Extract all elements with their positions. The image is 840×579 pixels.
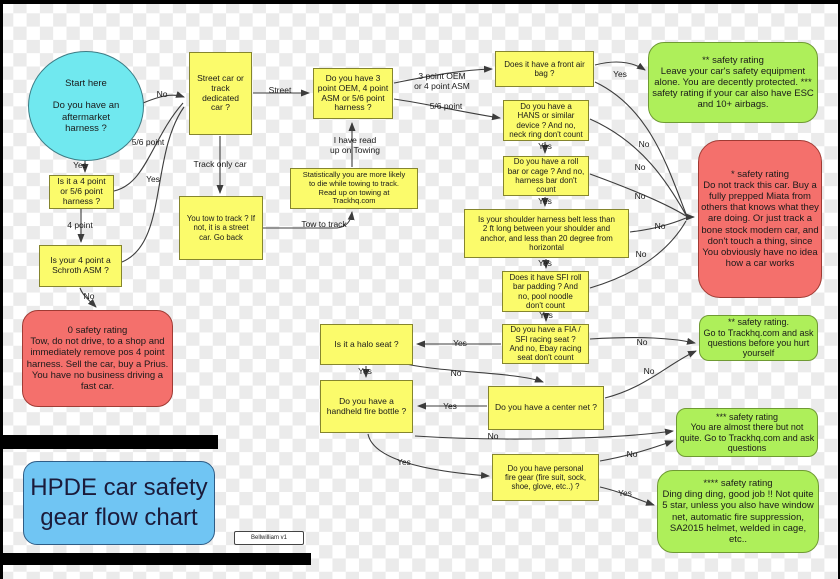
edge-firegear-no — [599, 440, 674, 462]
label-four-point: 4 point — [67, 220, 93, 231]
label-five-six-left: 5/6 point — [131, 137, 165, 148]
edge-firegear-yes — [599, 486, 655, 506]
node-statistically: Statistically you are more likely to die… — [290, 168, 418, 209]
edge-3pt-oem — [393, 65, 493, 84]
edge-centernet-no — [604, 350, 697, 399]
black-artifact-top-edge — [0, 0, 840, 4]
node-roll-bar: Do you have a roll bar or cage ? And no,… — [503, 156, 589, 196]
version-box: Bellwilliam v1 — [234, 531, 304, 545]
node-rating-four: **** safety rating Ding ding ding, good … — [657, 470, 819, 553]
node-rating-three: *** safety rating You are almost there b… — [676, 408, 818, 457]
label-yes-rollbar: Yes — [538, 196, 552, 207]
label-yes-firebottle: Yes — [397, 457, 411, 468]
label-i-have-read: I have read up on Towing — [330, 135, 380, 155]
label-no-centernet: No — [643, 366, 655, 377]
edge-56-hans — [393, 98, 501, 121]
chart-title-box: HPDE car safety gear flow chart — [23, 461, 215, 545]
label-yes-to-four-point: Yes — [73, 160, 87, 171]
node-rating-zero: 0 safety rating Tow, do not drive, to a … — [22, 310, 173, 407]
edge-fia-no — [589, 337, 696, 345]
label-no-sfi: No — [635, 249, 647, 260]
label-no-halo: No — [450, 368, 462, 379]
edge-halo-no — [405, 363, 544, 383]
label-no-airbag: No — [638, 139, 650, 150]
node-rating-two-leave: ** safety rating Leave your car's safety… — [648, 42, 818, 123]
node-fia-seat: Do you have a FIA / SFI racing seat ? An… — [502, 324, 589, 364]
node-rating-one: * safety rating Do not track this car. B… — [698, 140, 822, 298]
label-five-six-mid: 5/6 point — [429, 101, 463, 112]
node-front-airbag: Does it have a front air bag ? — [495, 51, 594, 87]
node-tow-question: You tow to track ? If not, it is a stree… — [179, 196, 263, 260]
black-artifact-bar-bottom — [0, 553, 311, 565]
edge-airbag-yes — [594, 61, 646, 71]
node-fire-gear: Do you have personal fire gear (fire sui… — [492, 454, 599, 501]
edge-fourpoint-56-street — [113, 102, 184, 192]
edge-shoulder-no — [629, 217, 687, 233]
edge-firebottle-no — [414, 428, 674, 440]
black-artifact-left-edge — [0, 0, 3, 579]
node-center-net: Do you have a center net ? — [488, 386, 604, 430]
label-yes-sfi: Yes — [539, 310, 553, 321]
edge-schroth-no — [79, 287, 97, 308]
label-no-shoulder: No — [654, 221, 666, 232]
label-yes-schroth-street: Yes — [146, 174, 160, 185]
label-oem-asm: 3 point OEM or 4 point ASM — [414, 71, 470, 91]
node-shoulder-belt: Is your shoulder harness belt less than … — [464, 209, 629, 258]
node-hans: Do you have a HANS or similar device ? A… — [503, 100, 589, 141]
node-fire-bottle: Do you have a handheld fire bottle ? — [320, 380, 413, 433]
label-no-firegear: No — [626, 449, 638, 460]
label-yes-hans: Yes — [538, 141, 552, 152]
label-yes-firegear: Yes — [618, 488, 632, 499]
edge-schroth-yes-street — [121, 106, 185, 263]
black-artifact-bar-left — [0, 435, 218, 449]
label-no-to-street: No — [156, 89, 168, 100]
edge-airbag-no — [594, 81, 687, 215]
label-no-rollbar: No — [634, 191, 646, 202]
label-yes-fia: Yes — [453, 338, 467, 349]
node-start: Start here Do you have an aftermarket ha… — [28, 51, 144, 161]
edge-rollbar-no — [589, 173, 687, 217]
edge-hans-no — [589, 118, 687, 216]
black-artifact-right-edge — [838, 0, 840, 579]
edge-firebottle-yes — [367, 433, 490, 479]
node-rating-two-ask: ** safety rating. Go to Trackhq.com and … — [699, 315, 818, 361]
node-schroth: Is your 4 point a Schroth ASM ? — [39, 245, 122, 287]
node-four-point: Is it a 4 point or 5/6 point harness ? — [49, 175, 114, 209]
edge-tow-to-track — [263, 211, 355, 229]
label-yes-shoulder: Yes — [538, 258, 552, 269]
label-no-schroth: No — [83, 291, 95, 302]
node-halo-seat: Is it a halo seat ? — [320, 324, 413, 365]
label-yes-centernet: Yes — [443, 401, 457, 412]
label-yes-airbag: Yes — [613, 69, 627, 80]
label-track-only-car: Track only car — [193, 159, 247, 170]
edge-start-no-street — [142, 91, 185, 104]
node-three-point: Do you have 3 point OEM, 4 point ASM or … — [313, 68, 393, 119]
label-no-hans: No — [634, 162, 646, 173]
edge-sfi-no — [589, 220, 687, 289]
label-yes-halo: Yes — [358, 366, 372, 377]
label-street: Street — [268, 85, 292, 96]
node-sfi-padding: Does it have SFI roll bar padding ? And … — [502, 271, 589, 312]
label-no-firebottle: No — [487, 431, 499, 442]
label-no-fia: No — [636, 337, 648, 348]
node-street-or-track: Street car or track dedicated car ? — [189, 52, 252, 135]
label-tow-to-track: Tow to track — [301, 219, 347, 230]
